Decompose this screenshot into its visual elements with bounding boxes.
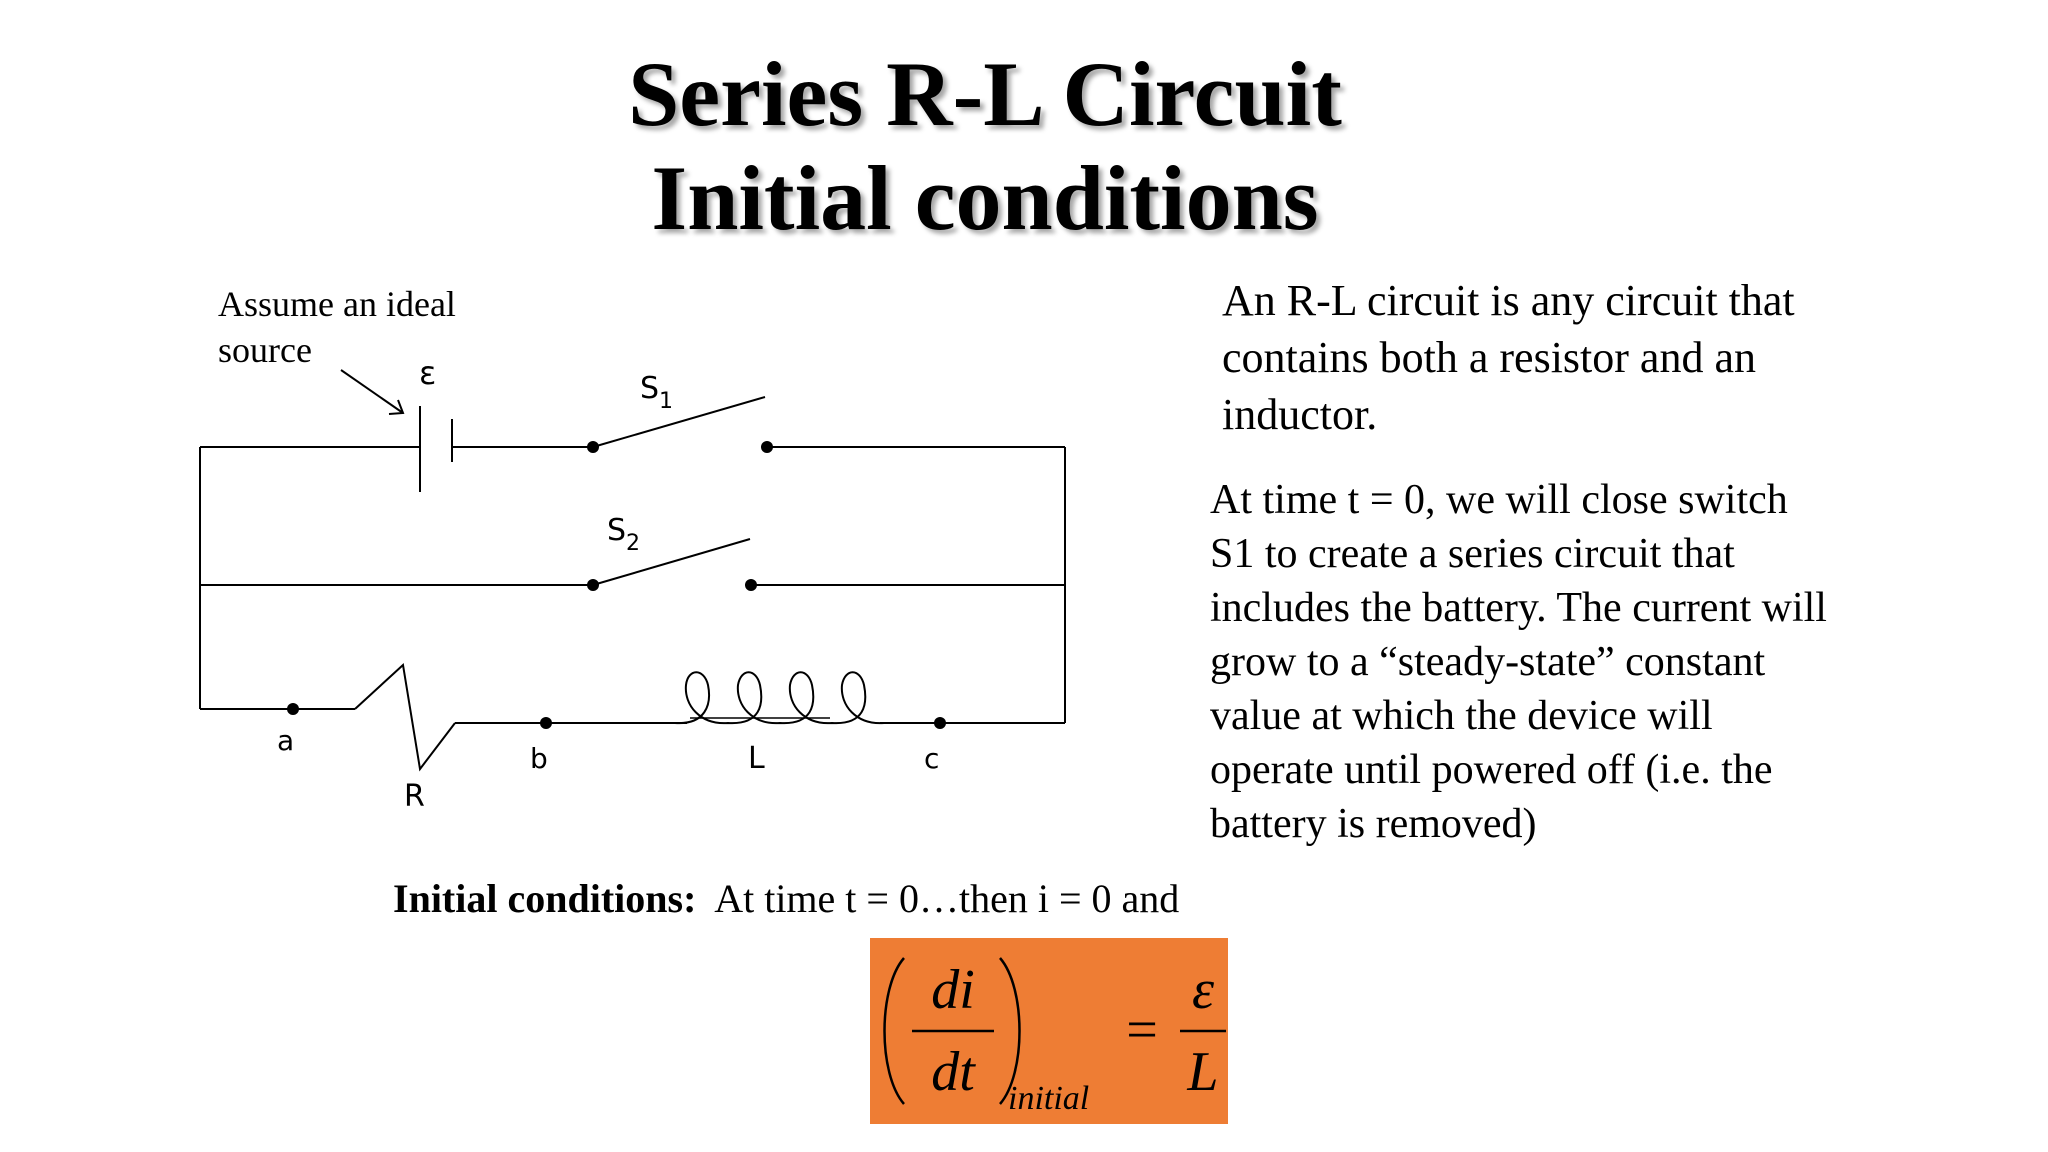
equals-sign: = — [1126, 999, 1158, 1061]
node-c-dot — [934, 717, 946, 729]
numerator-emf: ε — [1192, 959, 1215, 1021]
subscript-initial: initial — [1008, 1080, 1089, 1117]
right-paren — [999, 957, 1021, 1105]
title-line-2: Initial conditions — [651, 147, 1319, 249]
switch2-contact-dot — [745, 579, 757, 591]
switch2-label-main: S — [607, 513, 626, 548]
switch1-pivot-dot — [587, 441, 599, 453]
resistor — [354, 663, 456, 772]
initial-conditions-label: Initial conditions: — [393, 876, 697, 921]
switch2-pivot-dot — [587, 579, 599, 591]
initial-conditions-line: Initial conditions: At time t = 0…then i… — [393, 874, 1179, 924]
node-a-dot — [287, 703, 299, 715]
equation-box: di dt initial ε L = — [870, 938, 1228, 1124]
numerator-di: di — [931, 959, 975, 1021]
switch2-label: S2 — [607, 513, 640, 556]
switch1-contact-dot — [761, 441, 773, 453]
node-c-label: c — [924, 742, 939, 775]
switch1-label: S1 — [640, 371, 673, 414]
node-b-label: b — [530, 742, 548, 775]
note-arrow-head — [388, 399, 405, 415]
circuit-diagram: Assume an ideal source ε S1 S2 a b c R L — [199, 284, 1066, 814]
note-arrow — [340, 369, 404, 414]
denominator-l: L — [1186, 1041, 1218, 1103]
emf-label: ε — [419, 354, 436, 392]
initial-conditions-statement: At time t = 0…then i = 0 and — [696, 876, 1180, 921]
left-paren — [883, 957, 905, 1105]
inductor-label: L — [748, 741, 765, 776]
switch2-label-sub: 2 — [626, 531, 640, 556]
note-line-2: source — [218, 330, 312, 370]
switch2-blade — [592, 538, 751, 586]
node-a-label: a — [277, 724, 294, 757]
inductor-coil — [674, 671, 885, 725]
note-line-1: Assume an ideal — [218, 284, 456, 324]
switch1-label-sub: 1 — [659, 389, 673, 414]
rl-definition-text: An R-L circuit is any circuit that conta… — [1222, 276, 1795, 439]
node-b-dot — [540, 717, 552, 729]
switch1-blade — [592, 396, 766, 448]
switch-explanation-text: At time t = 0, we will close switch S1 t… — [1210, 477, 1827, 847]
resistor-label: R — [404, 779, 425, 814]
title-line-1: Series R-L Circuit — [628, 43, 1342, 145]
denominator-dt: dt — [931, 1041, 976, 1103]
switch1-label-main: S — [640, 371, 659, 406]
